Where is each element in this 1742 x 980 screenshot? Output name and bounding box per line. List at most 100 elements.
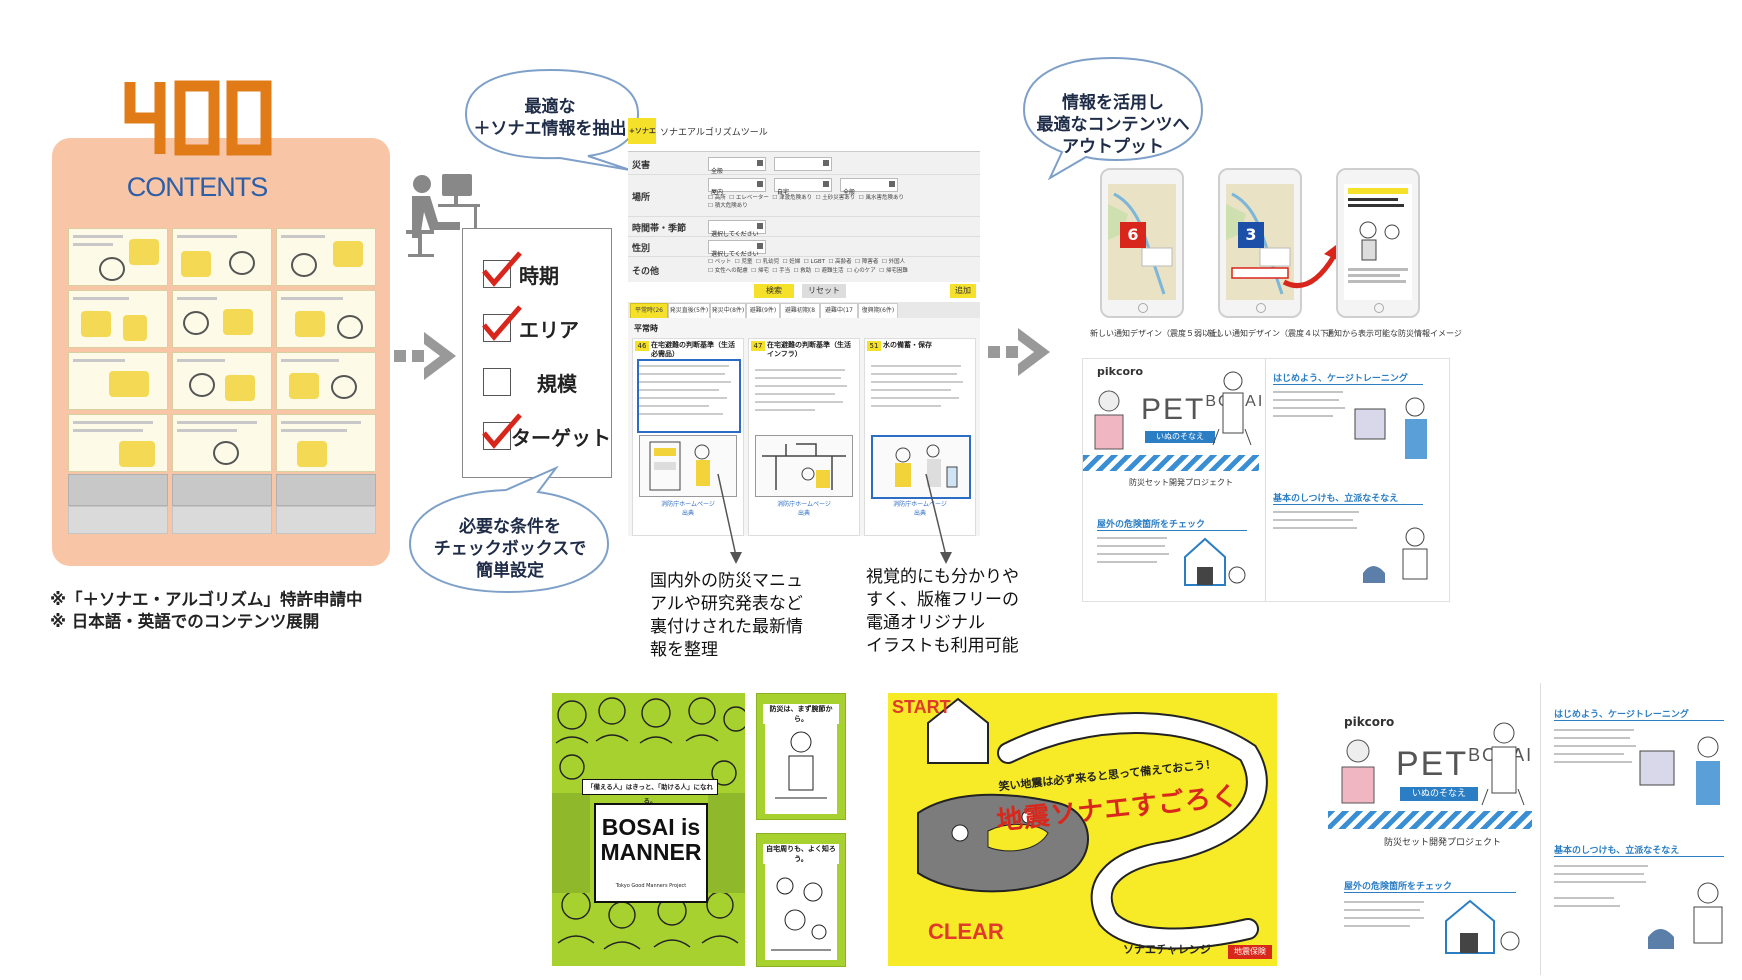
checklist-label: 規模	[537, 371, 577, 396]
card-source[interactable]: 消防庁ホームページ出典	[633, 499, 743, 517]
section-heading: はじめよう、ケージトレーニング	[1273, 371, 1423, 385]
checkbox[interactable]	[482, 251, 522, 288]
add-button[interactable]: 追加	[950, 284, 976, 298]
filter-label: その他	[632, 267, 660, 277]
tab-mid[interactable]: 避難中(17件)	[820, 303, 858, 328]
checkmark-icon	[482, 305, 522, 341]
check-label: 障害者	[861, 259, 879, 265]
result-card[interactable]: 47 在宅避難の判断基準（生活インフラ） 消防庁ホームページ出典	[748, 338, 860, 536]
phone-notification-weak: 3	[1218, 168, 1302, 318]
content-thumbnail	[68, 506, 168, 534]
source-line: 出典	[681, 510, 694, 517]
flow-arrow-dash	[412, 350, 424, 362]
check-label: 児童	[741, 259, 753, 265]
condition-checklist: 時期 エリア 規模 ターゲット	[462, 228, 612, 478]
check-label: 救助	[800, 268, 812, 274]
desc-line: すく、版権フリーの	[866, 590, 1019, 610]
content-thumbnail	[172, 506, 272, 534]
tab-normal[interactable]: 平常時(26件)	[630, 303, 668, 328]
disaster-select[interactable]: 全般	[708, 157, 766, 175]
tab-during[interactable]: 発災中(8件)	[710, 303, 746, 319]
checkbox[interactable]	[483, 368, 511, 396]
content-thumbnail	[276, 290, 376, 348]
phone-caption: 新しい通知デザイン（震度４以下）	[1208, 329, 1336, 338]
speech-bubble-conditions	[408, 466, 610, 594]
time-select[interactable]: 選択してください	[708, 220, 766, 238]
tab-evacuation[interactable]: 避難(9件)	[746, 303, 780, 319]
check-label: 避難生活	[821, 268, 844, 274]
sugoroku-footer: ソナエチャレンジ	[1123, 943, 1211, 956]
content-thumbnail	[172, 414, 272, 472]
check-label: 帰宅	[757, 268, 769, 274]
section-heading: 基本のしつけも、立派なそなえ	[1273, 491, 1423, 505]
bubble-line: アウトプット	[1062, 137, 1164, 157]
result-card[interactable]: 51 水の備蓄・保存 消防庁ホームページ出典	[864, 338, 976, 536]
bubble-line: 必要な条件を	[459, 517, 561, 537]
disaster-sub-select[interactable]	[774, 157, 832, 171]
phone-screen: 6	[1108, 184, 1176, 300]
reset-button[interactable]: リセット	[802, 284, 846, 298]
checklist-item-target[interactable]: ターゲット	[482, 413, 611, 453]
sugoroku-clear-label: CLEAR	[928, 919, 1004, 944]
card-source[interactable]: 消防庁ホームページ出典	[749, 499, 859, 517]
card-illustration	[755, 435, 853, 497]
home-button	[1138, 303, 1148, 313]
checklist-item-period[interactable]: 時期	[482, 251, 559, 291]
place-detail-select[interactable]: 全般	[840, 178, 898, 196]
content-thumbnail	[172, 474, 272, 506]
check-label: 妊婦	[789, 259, 801, 265]
bosai-page-heading: 防災は、まず腕節から。	[763, 704, 839, 724]
flow-arrow-dash	[394, 350, 406, 362]
checkmark-icon	[482, 251, 522, 287]
place-select[interactable]: 屋内	[708, 178, 766, 196]
card-illustration-highlighted	[871, 435, 971, 499]
check-label: LGBT	[810, 259, 825, 265]
place-sub-select[interactable]: 自宅	[774, 178, 832, 196]
phone-caption: 新しい通知デザイン（震度５弱以上）	[1090, 329, 1226, 338]
check-label: 積大危険あり	[714, 203, 748, 209]
content-thumbnail	[276, 506, 376, 534]
desc-line: 国内外の防災マニュ	[650, 571, 803, 591]
other-checkboxes[interactable]: ☐ ペット ☐ 児童 ☐ 乳幼児 ☐ 妊婦 ☐ LGBT ☐ 高齢者 ☐ 障害者…	[708, 259, 908, 274]
checklist-label: ターゲット	[511, 425, 611, 450]
card-number: 51	[867, 341, 881, 351]
flow-arrow-icon	[1018, 328, 1050, 376]
bosai-tagline: 「備える人」はきっと、「助ける人」になれる。	[582, 779, 718, 805]
checklist-label: エリア	[519, 317, 579, 342]
place-checkboxes[interactable]: ☐ 高所 ☐ エレベーター ☐ 津波危険あり ☐ 土砂災害あり ☐ 風水害危険あ…	[708, 195, 905, 209]
card-title: 在宅避難の判断基準（生活必需品）	[651, 341, 735, 358]
checkbox[interactable]	[482, 413, 522, 450]
result-card[interactable]: 46 在宅避難の判断基準（生活必需品） 消防庁ホームページ出典	[632, 338, 744, 536]
tab-immediate[interactable]: 発災直後(5件)	[668, 303, 710, 319]
content-thumbnail	[276, 352, 376, 410]
card-source[interactable]: 消防庁ホームページ出典	[865, 499, 975, 517]
bosai-page-1: 防災は、まず腕節から。	[756, 693, 846, 820]
gender-select[interactable]: 選択してください	[708, 240, 766, 258]
petbosai-spread-lower: pikcoro PETBOSAI いぬのそなえ 防災セット開発プロジェクト 屋外…	[1328, 683, 1740, 975]
search-button[interactable]: 検索	[754, 284, 794, 298]
tab-early[interactable]: 避難初期(8件)	[780, 303, 820, 328]
speech-bubble-output	[1022, 56, 1204, 180]
checklist-label: 時期	[519, 263, 559, 288]
flow-arrow-dash	[988, 346, 1000, 358]
content-thumbnail	[172, 352, 272, 410]
bubble-line: 簡単設定	[476, 561, 544, 581]
check-label: 心のケア	[853, 268, 876, 274]
check-label: 乳幼児	[762, 259, 780, 265]
pikcoro-logo: pikcoro	[1344, 715, 1395, 729]
filter-row-place: 場所 屋内 自宅 全般 ☐ 高所 ☐ エレベーター ☐ 津波危険あり ☐ 土砂災…	[628, 174, 980, 217]
checkbox[interactable]	[482, 305, 522, 342]
filter-form: 災害 全般 場所 屋内 自宅 全般 ☐ 高所 ☐ エレベーター ☐ 津波危険あり…	[628, 151, 980, 282]
checklist-item-area[interactable]: エリア	[482, 305, 579, 345]
checklist-item-scale[interactable]: 規模	[483, 365, 577, 399]
title-part: PET	[1396, 745, 1469, 783]
stripe-band	[1328, 811, 1532, 829]
sonae-logo-text: +ソナエ	[629, 127, 656, 135]
bubble-extract-text: 最適な ＋ソナエ情報を抽出	[470, 96, 630, 140]
tab-recovery[interactable]: 復興期(6件)	[858, 303, 898, 319]
section-heading: 屋外の危険箇所をチェック	[1097, 517, 1247, 531]
check-label: エレベーター	[735, 195, 769, 201]
filter-label: 性別	[632, 244, 651, 254]
count-400-digits	[124, 80, 272, 156]
check-label: 外国人	[888, 259, 906, 265]
